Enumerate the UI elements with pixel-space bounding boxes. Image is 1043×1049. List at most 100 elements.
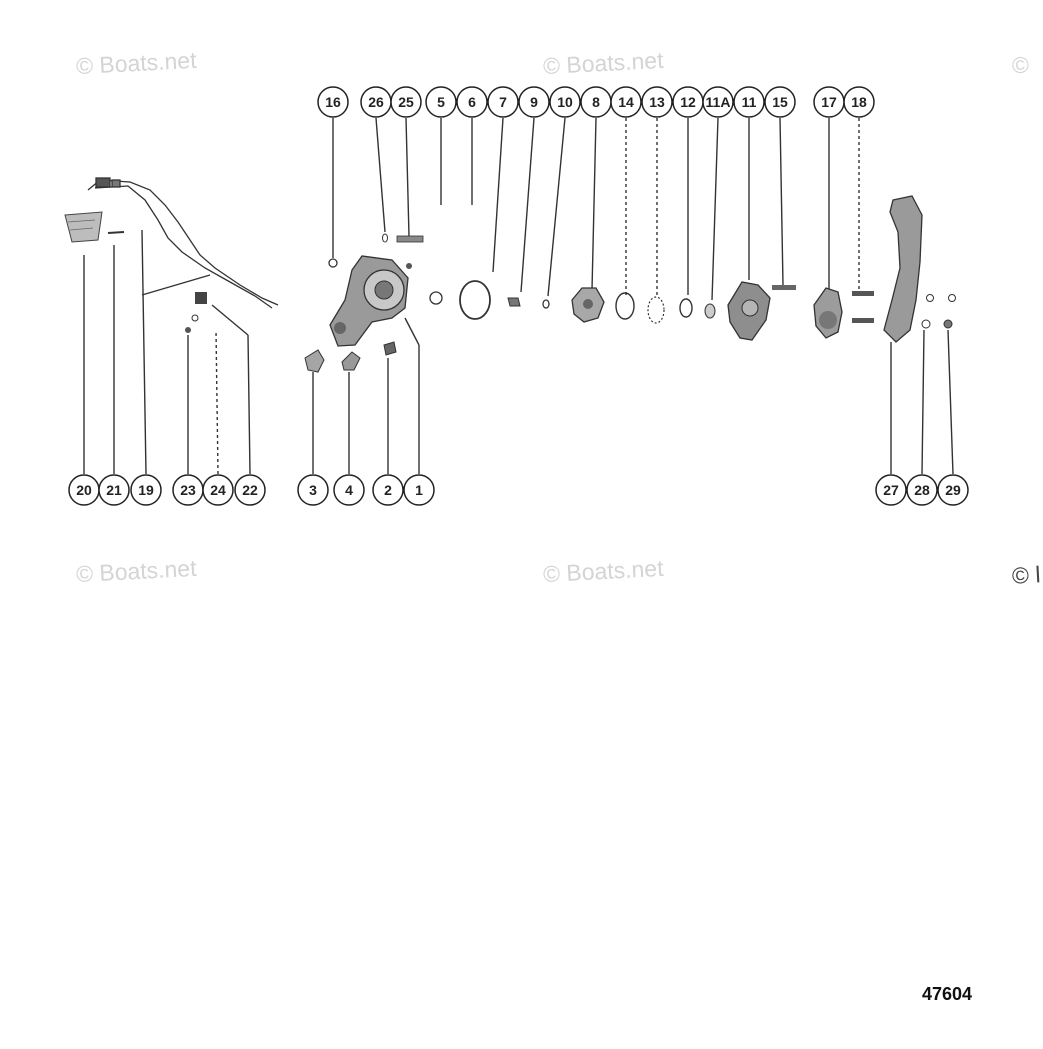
callout-circle bbox=[937, 474, 969, 506]
callout-number: 18 bbox=[851, 94, 867, 110]
callout-number: 20 bbox=[76, 482, 92, 498]
callout-19: 19 bbox=[130, 474, 162, 506]
callout-circle bbox=[641, 86, 673, 118]
callout-number: 9 bbox=[530, 94, 538, 110]
callout-29: 29 bbox=[937, 474, 969, 506]
callout-circle bbox=[487, 86, 519, 118]
nut-29-part bbox=[948, 294, 956, 302]
callout-number: 3 bbox=[309, 482, 317, 498]
callout-circle bbox=[333, 474, 365, 506]
callout-26: 26 bbox=[360, 86, 392, 118]
washer-24-part bbox=[191, 314, 199, 322]
callout-5: 5 bbox=[425, 86, 457, 118]
nut-small-part bbox=[406, 263, 412, 269]
callout-11: 11 bbox=[733, 86, 765, 118]
callout-23: 23 bbox=[172, 474, 204, 506]
callout-number: 11 bbox=[742, 94, 757, 110]
callout-circle bbox=[518, 86, 550, 118]
callout-3: 3 bbox=[297, 474, 329, 506]
drawing-number: 47604 bbox=[922, 984, 973, 1004]
callout-1: 1 bbox=[403, 474, 435, 506]
screw-23-part bbox=[185, 327, 191, 333]
callout-number: 10 bbox=[557, 94, 573, 110]
part-drawings bbox=[64, 177, 956, 373]
o-ring-7-part bbox=[459, 280, 491, 320]
screw-15-part bbox=[772, 285, 796, 290]
callout-11A: 11A bbox=[702, 86, 734, 118]
callout-number: 5 bbox=[437, 94, 445, 110]
callout-27: 27 bbox=[875, 474, 907, 506]
callout-8: 8 bbox=[580, 86, 612, 118]
callout-number: 27 bbox=[883, 482, 899, 498]
screw-9-part bbox=[507, 297, 521, 307]
callout-9: 9 bbox=[518, 86, 550, 118]
callout-number: 16 bbox=[325, 94, 341, 110]
callout-number: 13 bbox=[649, 94, 665, 110]
callout-circle bbox=[372, 474, 404, 506]
ring-14-part bbox=[615, 292, 635, 320]
leader-lines bbox=[83, 117, 954, 475]
callout-circle bbox=[425, 86, 457, 118]
ring-10-part bbox=[542, 299, 550, 309]
callout-number: 6 bbox=[468, 94, 476, 110]
callout-2: 2 bbox=[372, 474, 404, 506]
callout-12: 12 bbox=[672, 86, 704, 118]
callout-circle bbox=[610, 86, 642, 118]
callout-number: 28 bbox=[914, 482, 930, 498]
callout-number: 23 bbox=[180, 482, 196, 498]
callout-number: 21 bbox=[106, 482, 122, 498]
callout-number: 7 bbox=[499, 94, 507, 110]
clip-22-part bbox=[195, 292, 207, 304]
callout-number: 2 bbox=[384, 482, 392, 498]
callout-4: 4 bbox=[333, 474, 365, 506]
callout-circle bbox=[702, 86, 734, 118]
fitting-4-part bbox=[341, 351, 361, 371]
callout-13: 13 bbox=[641, 86, 673, 118]
callout-18: 18 bbox=[843, 86, 875, 118]
washer-11A-part bbox=[704, 303, 716, 319]
callout-number: 4 bbox=[345, 482, 353, 498]
callout-circle bbox=[549, 86, 581, 118]
callout-circle bbox=[297, 474, 329, 506]
callout-number: 22 bbox=[242, 482, 258, 498]
bracket-20-part bbox=[64, 211, 103, 243]
screw-21-part bbox=[107, 231, 125, 234]
callout-circle bbox=[390, 86, 422, 118]
callout-circle bbox=[98, 474, 130, 506]
callout-25: 25 bbox=[390, 86, 422, 118]
callout-number: 14 bbox=[618, 94, 634, 110]
callout-17: 17 bbox=[813, 86, 845, 118]
callout-number: 19 bbox=[138, 482, 154, 498]
callout-number: 29 bbox=[945, 482, 961, 498]
callout-number: 17 bbox=[821, 94, 837, 110]
washer-26-part bbox=[382, 233, 388, 243]
callout-number: 26 bbox=[368, 94, 384, 110]
callout-circle bbox=[202, 474, 234, 506]
callout-14: 14 bbox=[610, 86, 642, 118]
callout-7: 7 bbox=[487, 86, 519, 118]
callout-22: 22 bbox=[234, 474, 266, 506]
callout-circle bbox=[733, 86, 765, 118]
stud-18-part bbox=[852, 291, 874, 296]
bolt-25-part bbox=[396, 235, 424, 243]
callout-number: 11A bbox=[706, 94, 731, 110]
seal-13-part bbox=[647, 296, 665, 324]
wiring-harness-part bbox=[87, 177, 279, 309]
callout-21: 21 bbox=[98, 474, 130, 506]
ring-12-part bbox=[679, 298, 693, 318]
plug-2-part bbox=[383, 341, 397, 356]
callout-6: 6 bbox=[456, 86, 488, 118]
callout-number: 1 bbox=[415, 482, 423, 498]
gasket-6-part bbox=[429, 291, 443, 305]
watermark-6: © l bbox=[1011, 561, 1042, 589]
fitting-3-part bbox=[304, 349, 325, 373]
callout-circle bbox=[875, 474, 907, 506]
washer-28-part bbox=[926, 294, 934, 302]
callout-circle bbox=[906, 474, 938, 506]
callout-number: 15 bbox=[772, 94, 788, 110]
callout-20: 20 bbox=[68, 474, 100, 506]
plug-16-part bbox=[328, 258, 338, 268]
